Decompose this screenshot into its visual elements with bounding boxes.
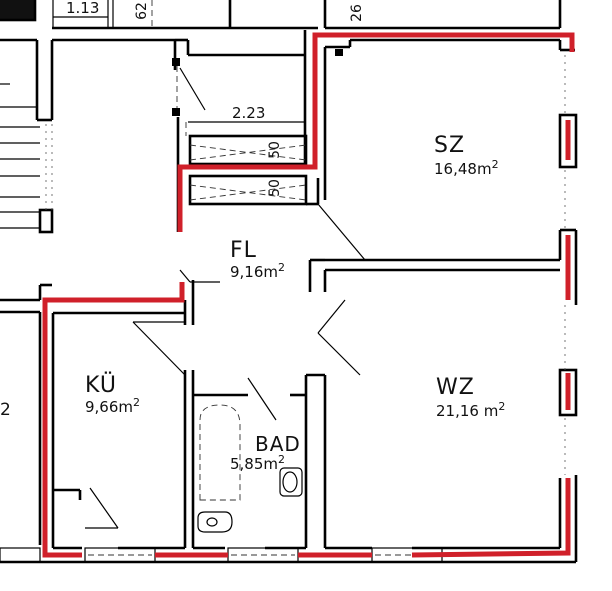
chimney-icon (335, 49, 343, 56)
toilet-icon (197, 511, 233, 533)
stair-icon (0, 38, 175, 545)
dimension-label: 2.23 (232, 104, 266, 122)
door-swing-icon (85, 269, 361, 529)
sink-icon (279, 467, 303, 497)
window-icon (558, 368, 578, 417)
room-label-sz: SZ 16,48m2 (434, 133, 499, 178)
dimension-label: 50 (266, 179, 283, 197)
dimension-label: 2 (0, 400, 11, 420)
window-icon (558, 113, 578, 169)
dimension-label: 50 (266, 141, 283, 159)
room-label-wz: WZ 21,16 m2 (436, 375, 506, 420)
dimension-label: 1.13 (66, 0, 100, 17)
room-label-ku: KÜ 9,66m2 (85, 373, 141, 416)
room-sz-walls (308, 38, 578, 305)
room-label-bad: BAD 5,85m2 (230, 432, 301, 473)
room-label-fl: FL 9,16m2 (230, 238, 286, 281)
dimension-label: 26 (348, 4, 365, 22)
highlighted-boundary (42, 32, 575, 558)
dimension-label: 62 (133, 2, 150, 20)
top-boundary (0, 0, 562, 30)
room-walls-lower (0, 280, 578, 564)
